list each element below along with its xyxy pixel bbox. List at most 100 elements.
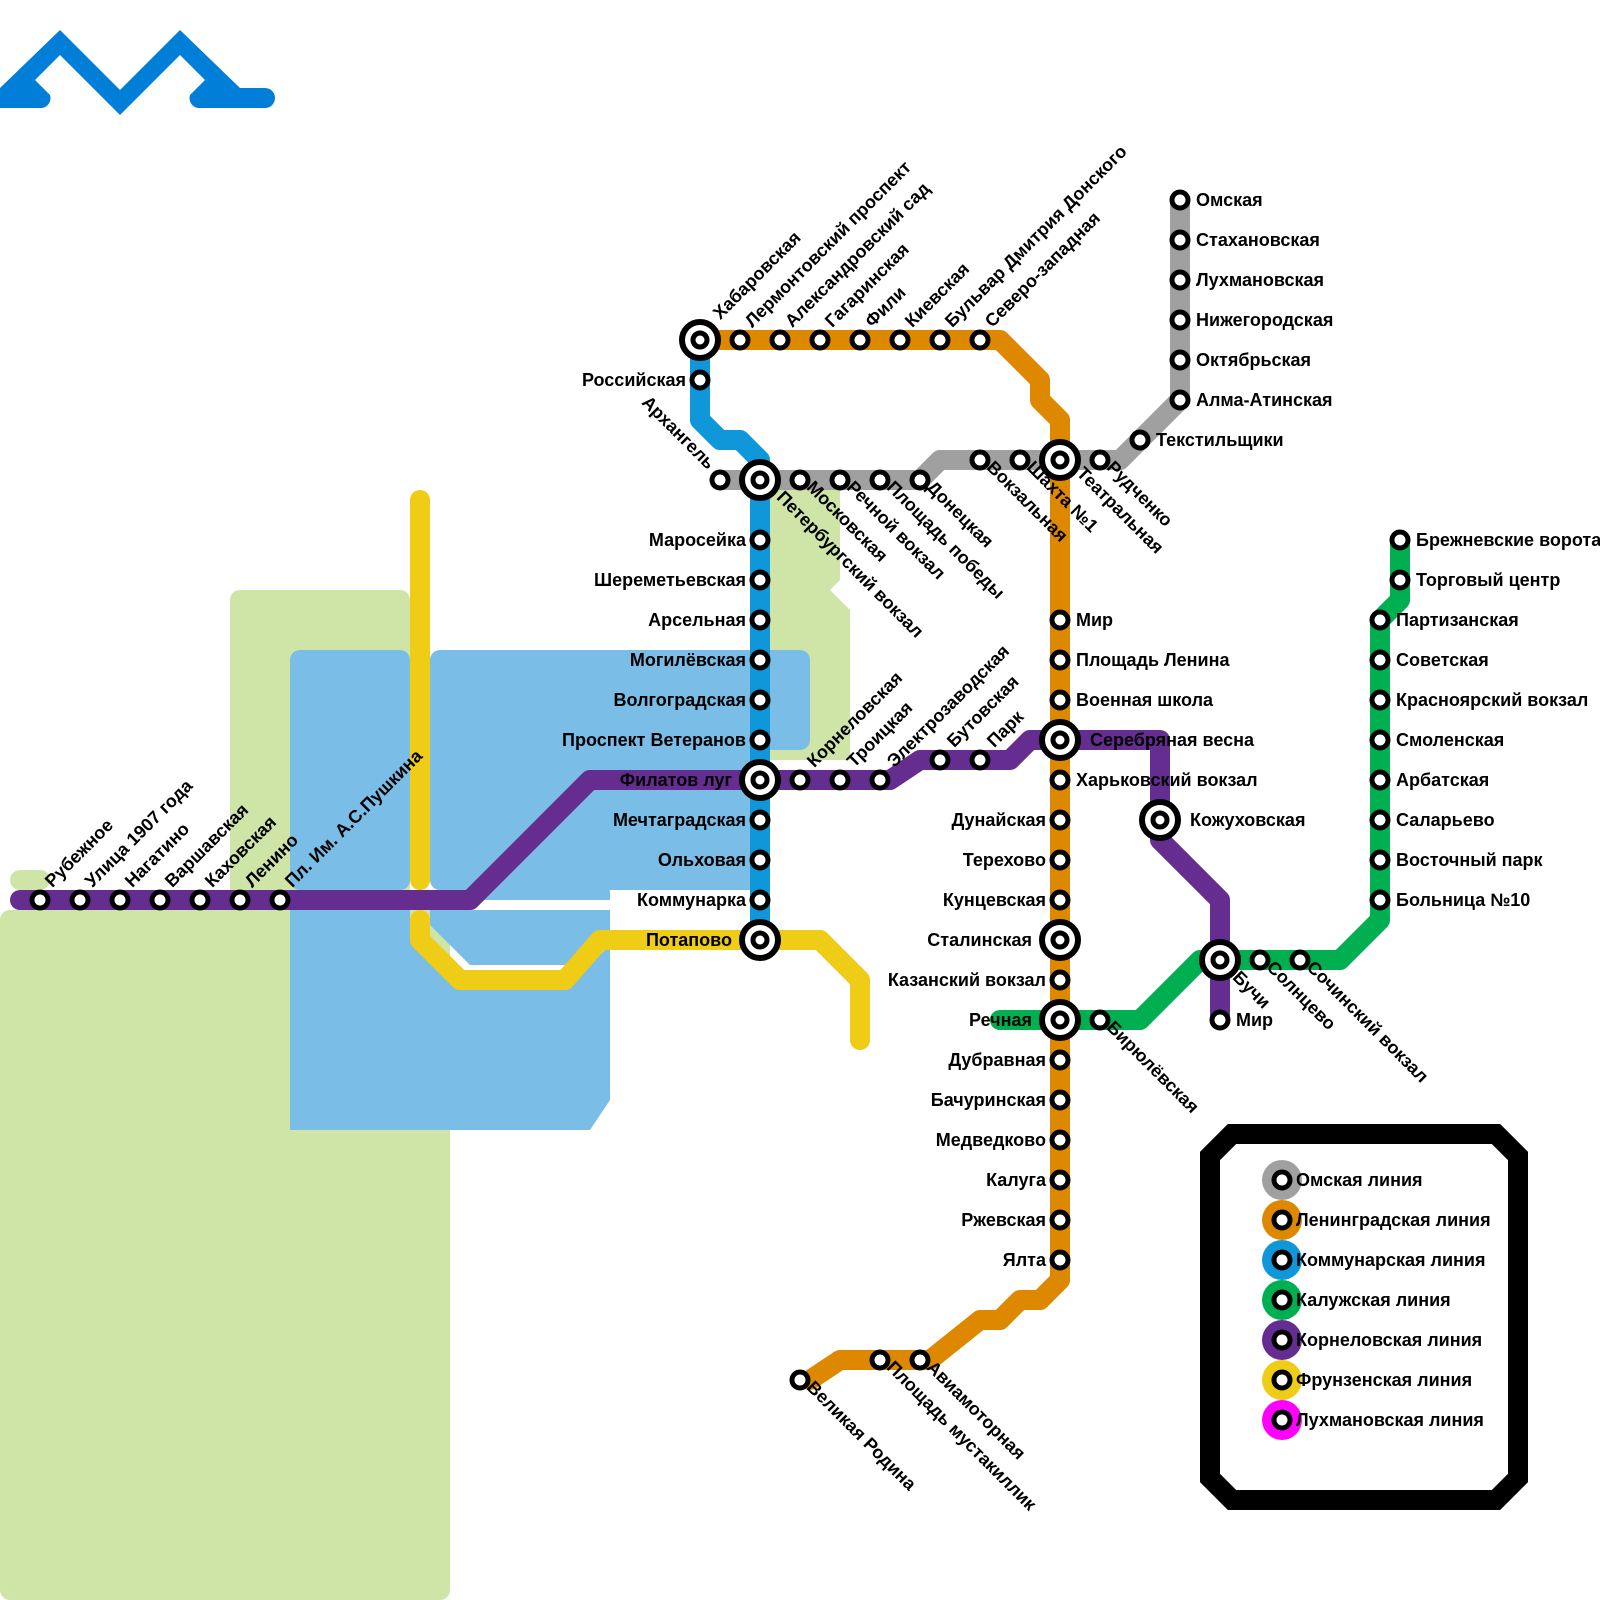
station[interactable] [749, 569, 771, 591]
station-label[interactable]: Площадь Ленина [1076, 650, 1230, 670]
station[interactable] [929, 749, 951, 771]
station-label[interactable]: Лухмановская [1196, 270, 1324, 290]
station[interactable] [149, 889, 171, 911]
station-label[interactable]: Нижегородская [1196, 310, 1333, 330]
station[interactable] [789, 1369, 811, 1391]
station[interactable] [689, 369, 711, 391]
station[interactable] [1169, 309, 1191, 331]
station[interactable] [1389, 529, 1411, 551]
station[interactable] [1049, 1169, 1071, 1191]
station[interactable] [1389, 569, 1411, 591]
station[interactable] [749, 809, 771, 831]
station-label[interactable]: Российская [582, 370, 686, 390]
station[interactable] [1049, 609, 1071, 631]
station-label[interactable]: Ялта [1003, 1250, 1047, 1270]
station[interactable] [969, 329, 991, 351]
interchange-station[interactable] [679, 319, 721, 361]
station-label[interactable]: Советская [1396, 650, 1489, 670]
station-label[interactable]: Мечтаградская [613, 810, 746, 830]
station[interactable] [1169, 389, 1191, 411]
station-label[interactable]: Волгоградская [614, 690, 746, 710]
station-label[interactable]: Партизанская [1396, 610, 1519, 630]
station-label[interactable]: Мир [1236, 1010, 1273, 1030]
station[interactable] [749, 729, 771, 751]
station-label[interactable]: Дубравная [948, 1050, 1046, 1070]
station-label[interactable]: Арсельная [648, 610, 746, 630]
station-label[interactable]: Терехово [963, 850, 1046, 870]
station[interactable] [849, 329, 871, 351]
station[interactable] [769, 329, 791, 351]
station[interactable] [1129, 429, 1151, 451]
station[interactable] [229, 889, 251, 911]
station[interactable] [69, 889, 91, 911]
station-label[interactable]: Мир [1076, 610, 1113, 630]
station-label[interactable]: Бирюлёвская [1103, 1017, 1203, 1117]
station[interactable] [869, 1349, 891, 1371]
station-label[interactable]: Омская [1196, 190, 1263, 210]
station[interactable] [749, 649, 771, 671]
station[interactable] [1369, 729, 1391, 751]
station-label[interactable]: Октябрьская [1196, 350, 1311, 370]
station-label[interactable]: Медведково [936, 1130, 1046, 1150]
station-label[interactable]: Алма-Атинская [1196, 390, 1333, 410]
station[interactable] [1049, 649, 1071, 671]
interchange-station[interactable] [739, 759, 781, 801]
station[interactable] [1049, 1049, 1071, 1071]
station[interactable] [1049, 1249, 1071, 1271]
station-label[interactable]: Торговый центр [1416, 570, 1560, 590]
station[interactable] [969, 449, 991, 471]
interchange-station[interactable] [1199, 939, 1241, 981]
station[interactable] [1369, 649, 1391, 671]
station-label[interactable]: Казанский вокзал [888, 970, 1046, 990]
station[interactable] [1249, 949, 1271, 971]
station-label[interactable]: Серебряная весна [1090, 730, 1255, 750]
station[interactable] [729, 329, 751, 351]
station[interactable] [829, 469, 851, 491]
station-label[interactable]: Дунайская [951, 810, 1046, 830]
station-label[interactable]: Калуга [986, 1170, 1047, 1190]
station-label[interactable]: Красноярский вокзал [1396, 690, 1588, 710]
station[interactable] [1049, 1129, 1071, 1151]
station-label[interactable]: Саларьево [1396, 810, 1495, 830]
station[interactable] [29, 889, 51, 911]
station[interactable] [1169, 349, 1191, 371]
station[interactable] [1089, 449, 1111, 471]
station[interactable] [1369, 849, 1391, 871]
station-label[interactable]: Ржевская [961, 1210, 1046, 1230]
station-label[interactable]: Стахановская [1196, 230, 1320, 250]
station[interactable] [889, 329, 911, 351]
station[interactable] [189, 889, 211, 911]
station[interactable] [1049, 809, 1071, 831]
station[interactable] [1369, 809, 1391, 831]
station-label[interactable]: Кунцевская [943, 890, 1046, 910]
interchange-station[interactable] [739, 919, 781, 961]
station-label[interactable]: Восточный парк [1396, 850, 1544, 870]
station-label[interactable]: Могилёвская [630, 650, 746, 670]
station[interactable] [809, 329, 831, 351]
station-label[interactable]: Шереметьевская [594, 570, 746, 590]
station-label[interactable]: Кожуховская [1190, 810, 1305, 830]
station[interactable] [109, 889, 131, 911]
interchange-station[interactable] [1039, 439, 1081, 481]
station[interactable] [829, 769, 851, 791]
interchange-station[interactable] [1039, 999, 1081, 1041]
station[interactable] [1369, 889, 1391, 911]
station-label[interactable]: Речная [969, 1010, 1032, 1030]
station[interactable] [749, 609, 771, 631]
station-label[interactable]: Бачуринская [931, 1090, 1046, 1110]
station-label[interactable]: Потапово [646, 930, 732, 950]
interchange-station[interactable] [739, 459, 781, 501]
station-label[interactable]: Коммунарка [637, 890, 747, 910]
station-label[interactable]: Смоленская [1396, 730, 1504, 750]
station[interactable] [869, 469, 891, 491]
station[interactable] [1169, 189, 1191, 211]
station[interactable] [789, 469, 811, 491]
interchange-station[interactable] [1139, 799, 1181, 841]
station-label[interactable]: Ольховая [658, 850, 746, 870]
station[interactable] [1049, 1209, 1071, 1231]
station-label[interactable]: Брежневские ворота [1416, 530, 1600, 550]
station[interactable] [749, 849, 771, 871]
station[interactable] [1049, 769, 1071, 791]
station[interactable] [929, 329, 951, 351]
station[interactable] [1169, 269, 1191, 291]
